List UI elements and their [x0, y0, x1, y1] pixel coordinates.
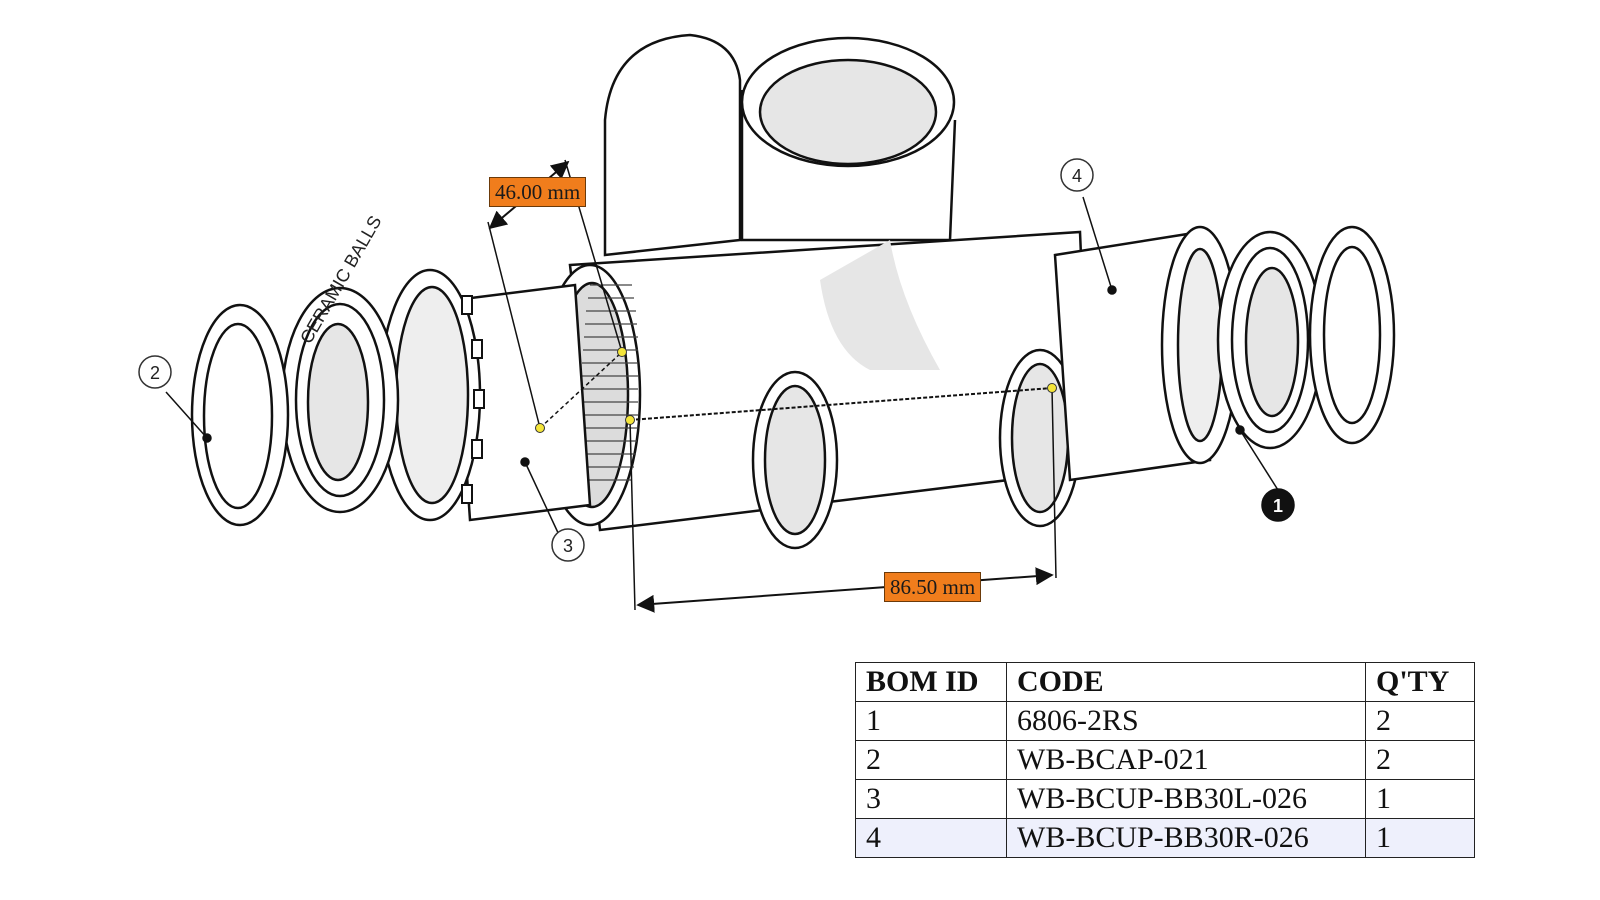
right-bearing	[1216, 230, 1324, 450]
diameter-dimension-label: 46.00 mm	[489, 177, 587, 207]
bom-table: BOM ID CODE Q'TY 1 6806-2RS 2 2 WB-BCAP-…	[855, 662, 1475, 858]
bom-code: WB-BCAP-021	[1006, 740, 1366, 780]
svg-text:3: 3	[563, 536, 573, 556]
bom-row: 2 WB-BCAP-021 2	[855, 740, 1475, 780]
left-cup	[378, 268, 592, 522]
measure-points	[535, 347, 1057, 433]
bottom-bracket-shell	[538, 33, 1092, 550]
callout-leaders	[165, 196, 1279, 538]
svg-text:2: 2	[150, 363, 160, 383]
bom-qty: 2	[1365, 701, 1475, 741]
bom-id: 2	[855, 740, 1007, 780]
bom-row-highlighted: 4 WB-BCUP-BB30R-026 1	[855, 818, 1475, 858]
bom-id: 4	[855, 818, 1007, 858]
svg-text:1: 1	[1273, 496, 1283, 516]
bom-row: 3 WB-BCUP-BB30L-026 1	[855, 779, 1475, 819]
bom-row: 1 6806-2RS 2	[855, 701, 1475, 741]
measure-point	[535, 423, 545, 433]
bom-qty: 1	[1365, 779, 1475, 819]
bom-header-code: CODE	[1006, 662, 1366, 702]
bom-header-row: BOM ID CODE Q'TY	[855, 662, 1475, 702]
measure-point	[625, 415, 635, 425]
left-cap	[190, 303, 290, 527]
callout-bubble-4: 4	[1060, 158, 1094, 192]
measure-point	[617, 347, 627, 357]
callout-bubble-3: 3	[551, 528, 585, 562]
bom-code: WB-BCUP-BB30R-026	[1006, 818, 1366, 858]
bom-qty: 2	[1365, 740, 1475, 780]
bom-qty: 1	[1365, 818, 1475, 858]
exploded-assembly-drawing: CERAMIC BALLS 2 3	[138, 33, 1396, 613]
left-bearing: CERAMIC BALLS	[280, 212, 400, 514]
bom-id: 1	[855, 701, 1007, 741]
bom-header-qty: Q'TY	[1365, 662, 1475, 702]
length-dimension-label: 86.50 mm	[884, 572, 982, 602]
callout-bubble-1: 1	[1261, 488, 1295, 522]
length-dimension	[629, 387, 1057, 613]
measure-point	[1047, 383, 1057, 393]
callout-bubble-2: 2	[138, 355, 172, 389]
right-cap	[1308, 225, 1396, 445]
bom-id: 3	[855, 779, 1007, 819]
bom-header-id: BOM ID	[855, 662, 1007, 702]
bom-code: WB-BCUP-BB30L-026	[1006, 779, 1366, 819]
right-cup	[1053, 225, 1240, 482]
bom-code: 6806-2RS	[1006, 701, 1366, 741]
svg-text:4: 4	[1072, 166, 1082, 186]
